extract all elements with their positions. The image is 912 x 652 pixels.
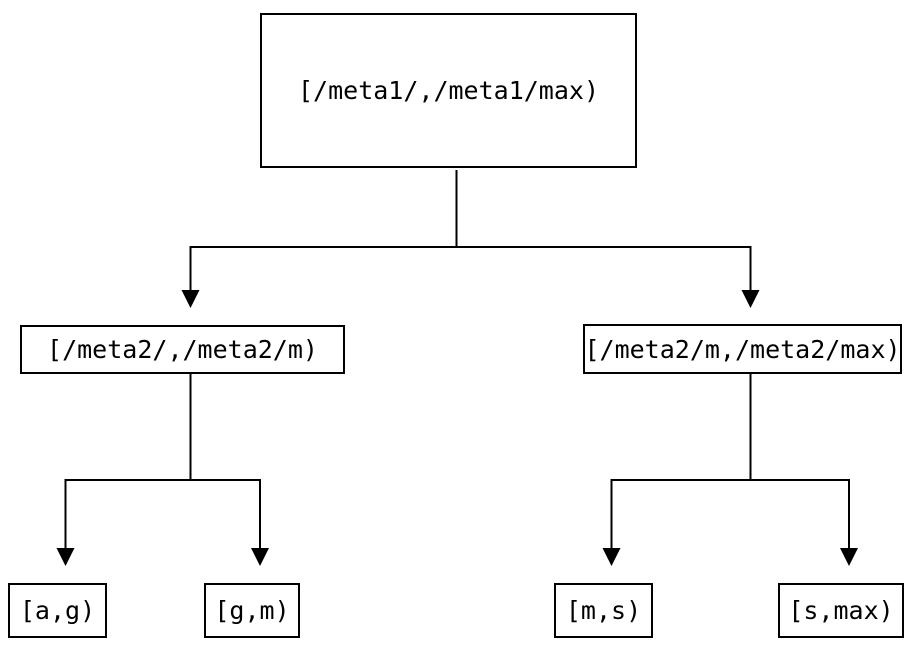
node-meta2-left-range: [/meta2/,/meta2/m): [20, 325, 345, 374]
arrowhead-down-icon: [181, 290, 200, 308]
node-leaf-ms: [m,s): [554, 583, 653, 638]
node-leaf-ag: [a,g): [8, 583, 107, 638]
node-root-range: [/meta1/,/meta1/max): [260, 13, 637, 168]
node-meta2-right-range: [/meta2/m,/meta2/max): [583, 324, 902, 374]
arrowhead-down-icon: [602, 548, 621, 566]
arrowhead-down-icon: [840, 548, 858, 566]
arrowhead-down-icon: [741, 290, 760, 308]
arrowhead-down-icon: [56, 548, 75, 566]
arrowhead-down-icon: [251, 548, 269, 566]
node-leaf-smax: [s,max): [778, 583, 904, 638]
node-leaf-gm: [g,m): [204, 583, 300, 638]
